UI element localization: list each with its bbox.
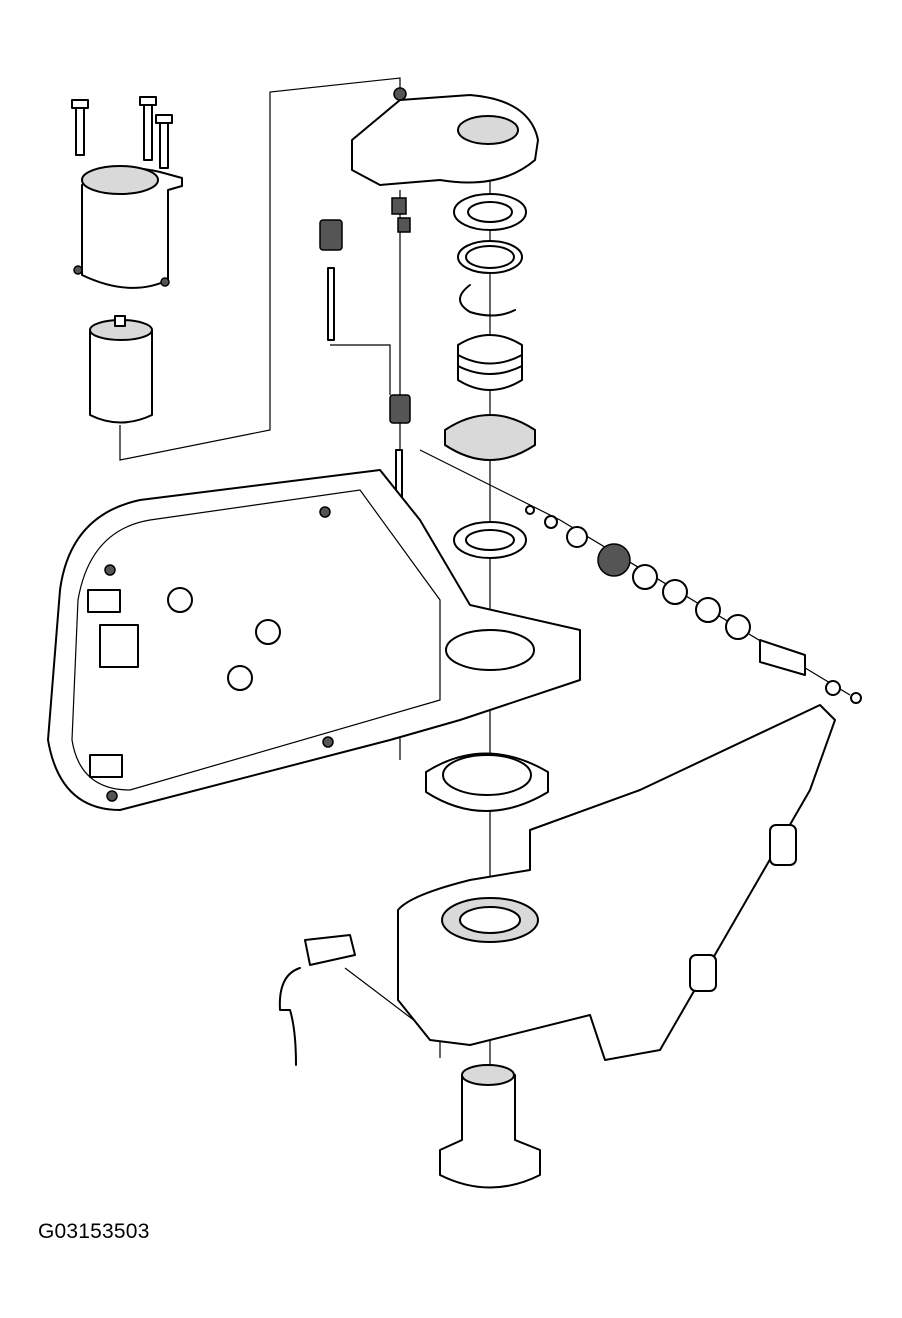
mirror-housing-base [397,704,836,1061]
ring-stack [444,193,536,559]
adjuster-pins [319,197,411,503]
motor-cover [73,165,183,289]
electric-motor [89,315,153,424]
mounting-bolts [71,96,173,169]
position-switch [278,934,356,1066]
bearing-ring [425,752,549,812]
figure-id-label: G03153503 [38,1220,150,1243]
pivot-base [439,1064,541,1189]
washer-train [525,505,862,704]
mirror-backing-plate [47,469,581,811]
gearbox-housing [351,87,539,186]
